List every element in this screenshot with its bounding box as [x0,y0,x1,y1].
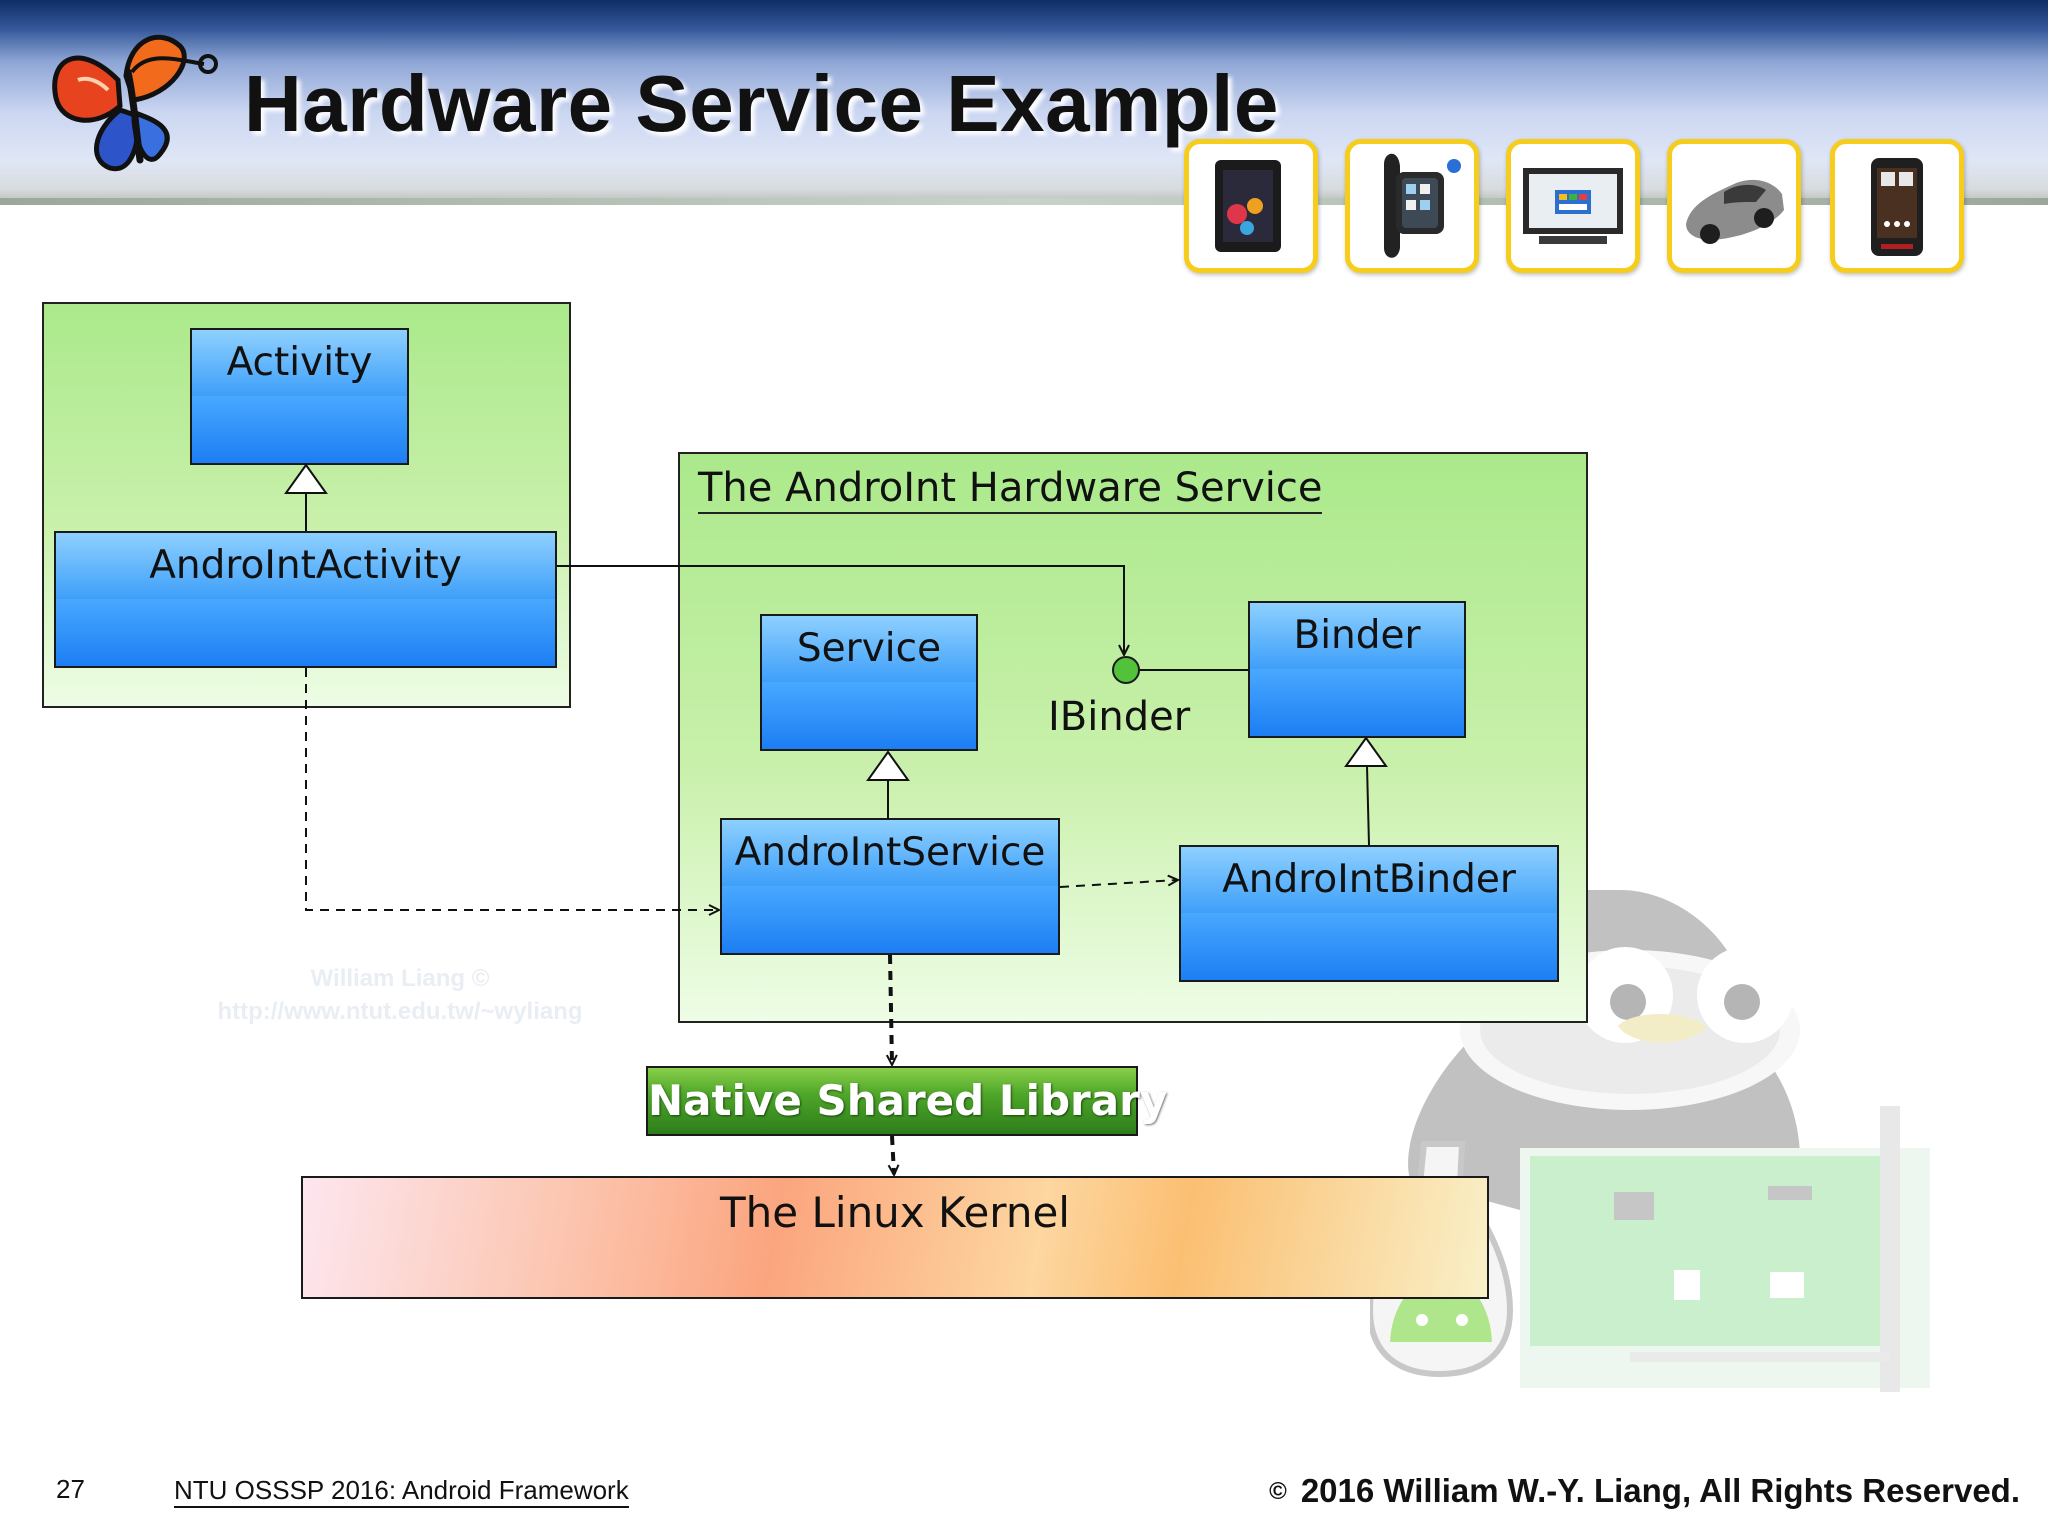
binder-class-name: Binder [1250,603,1464,671]
watermark-url: http://www.ntut.edu.tw/~wyliang [217,998,583,1025]
device-tile-car [1667,139,1801,273]
page-number: 27 [56,1474,85,1504]
page-title: Hardware Service Example [244,59,1279,148]
service-to-binder-dependency [1059,880,1177,888]
androint-service-class-body [722,886,1058,953]
butterfly-logo-icon [52,34,218,172]
service-class-body [762,682,976,749]
service-to-native-dependency [890,954,892,1064]
ibinder-interface-icon [1112,656,1140,684]
native-shared-library-box: Native Shared Library [646,1066,1167,1136]
device-tile-phone [1830,139,1964,273]
ibinder-interface-label: IBinder [1048,694,1191,740]
androint-activity-class-name: AndroIntActivity [56,533,555,601]
activity-to-service-dependency [305,668,718,910]
inherit-binder-line [1366,765,1370,846]
linux-kernel-label: The Linux Kernel [720,1188,1070,1237]
inherit-binder-arrowhead [1344,736,1388,767]
androint-service-class-name: AndroIntService [722,820,1058,888]
androint-binder-class: AndroIntBinder [1179,845,1559,982]
header-divider [0,198,2048,205]
copyright-text: 2016 William W.-Y. Liang, All Rights Res… [1300,1472,2020,1509]
androint-service-class: AndroIntService [720,818,1060,955]
course-footer: NTU OSSSP 2016: Android Framework [174,1474,629,1508]
device-tile-tv [1506,139,1640,273]
watermark: William Liang © http://www.ntut.edu.tw/~… [200,962,600,1028]
activity-to-ibinder-line [557,565,1124,654]
copyright-footer: © 2016 William W.-Y. Liang, All Rights Re… [1269,1472,2020,1510]
tv-icon [1523,168,1623,244]
car-icon [1686,179,1784,244]
service-class-name: Service [762,616,976,684]
watermark-name: William Liang © [310,965,490,992]
androint-activity-class: AndroIntActivity [54,531,557,668]
tablet-icon [1215,160,1281,252]
androint-binder-class-body [1181,913,1557,980]
device-tile-smartwatch [1345,139,1479,273]
inherit-service-arrowhead [866,750,910,781]
native-to-kernel-dependency [892,1135,894,1174]
activity-class: Activity [190,328,409,465]
hardware-service-package-label: The AndroInt Hardware Service [698,464,1323,514]
binder-class-body [1250,669,1464,736]
smartwatch-icon [1384,153,1461,258]
androint-activity-class-body [56,599,555,666]
binder-class: Binder [1248,601,1466,738]
activity-class-body [192,396,407,463]
phone-icon [1871,158,1923,256]
copyright-icon: © [1269,1478,1287,1505]
device-tile-tablet [1184,139,1318,273]
linux-kernel-box: The Linux Kernel [301,1176,1489,1299]
activity-class-name: Activity [192,330,407,398]
inherit-activity-arrowhead [284,463,328,494]
service-class: Service [760,614,978,751]
